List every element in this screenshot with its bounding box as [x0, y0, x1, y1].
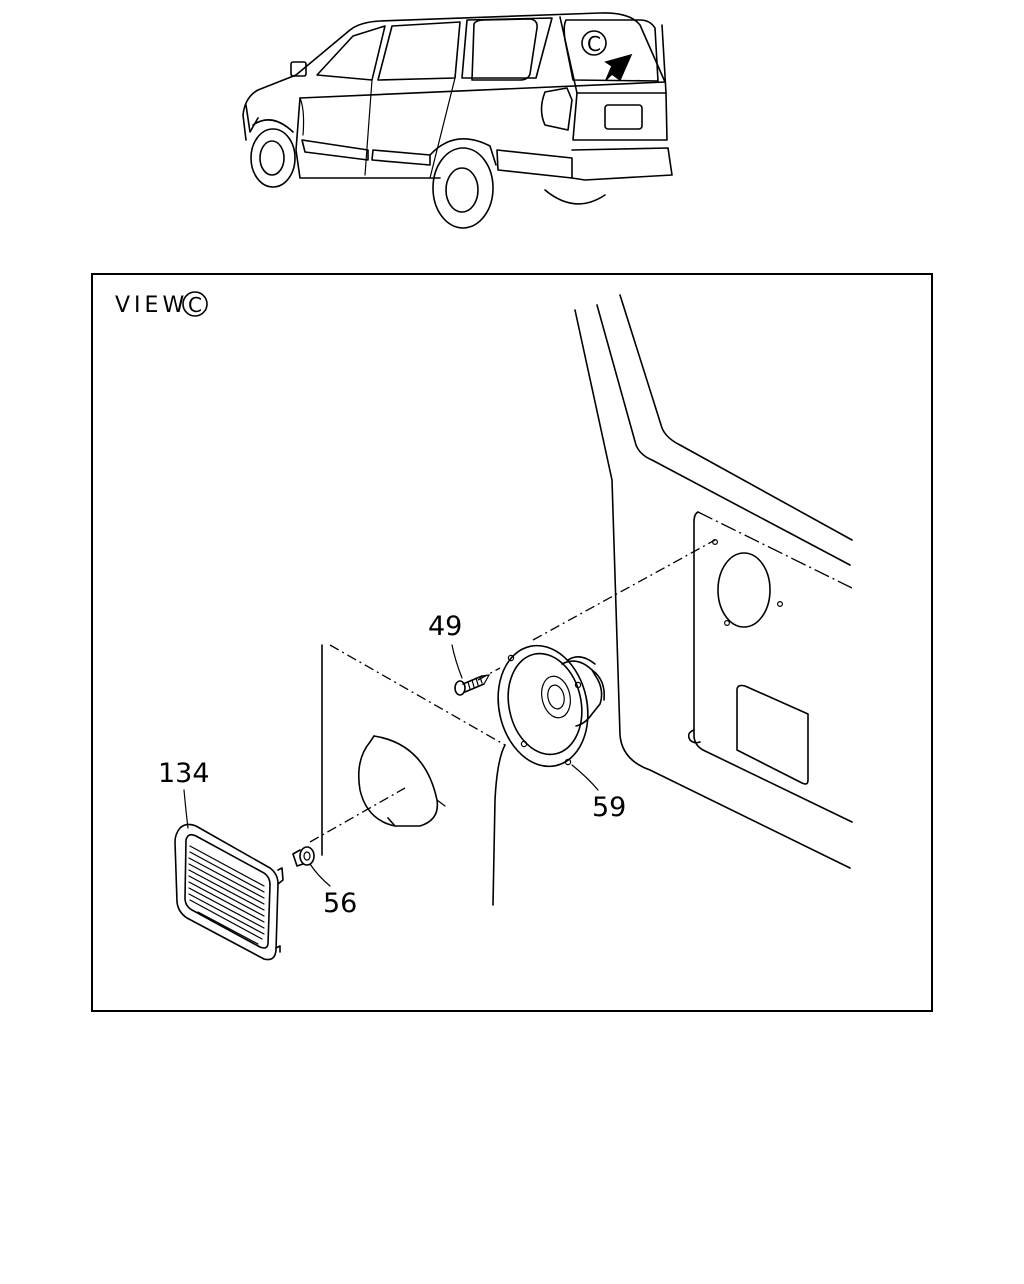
screw-part	[454, 674, 491, 696]
callout-59: 59	[571, 764, 626, 823]
view-arrow-icon	[604, 53, 633, 82]
callout-screw-label: 49	[428, 611, 462, 642]
alignment-line-clip	[309, 787, 406, 843]
view-frame	[91, 273, 933, 1012]
view-label: VIEW	[115, 293, 188, 318]
callout-clip-label: 56	[323, 888, 357, 919]
callout-56: 56	[309, 863, 357, 919]
clip-part	[292, 846, 315, 867]
body-panel	[574, 294, 853, 869]
grille-part	[174, 823, 284, 961]
view-marker: C	[188, 293, 202, 317]
alignment-line-screw	[532, 539, 716, 641]
callout-49: 49	[428, 611, 463, 679]
trim-panel	[321, 644, 506, 906]
view-marker-circle-vehicle	[581, 30, 607, 56]
view-heading: VIEW C	[115, 291, 208, 318]
vehicle-illustration: C	[242, 12, 673, 229]
vehicle-view-marker: C	[587, 32, 601, 56]
callout-134: 134	[158, 758, 210, 829]
alignment-line-screw-short	[477, 667, 501, 681]
callout-speaker-label: 59	[592, 792, 626, 823]
callout-grille-label: 134	[158, 758, 210, 789]
speaker-part	[497, 644, 606, 768]
view-marker-circle	[182, 291, 208, 317]
